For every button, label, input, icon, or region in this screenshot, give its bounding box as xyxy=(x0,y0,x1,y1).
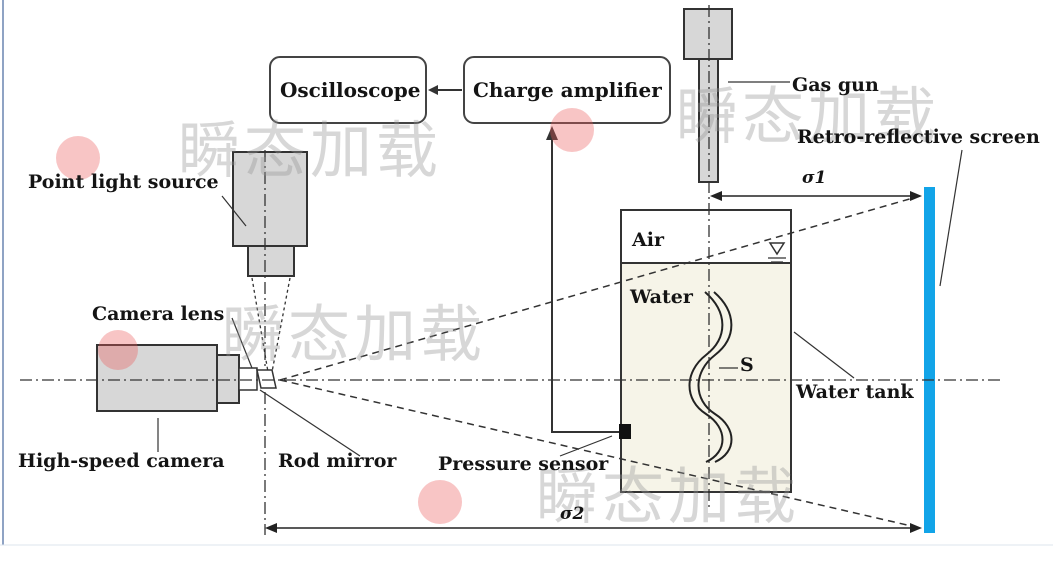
water-fill xyxy=(622,263,790,491)
camera-lens-label: Camera lens xyxy=(92,303,225,325)
leader-retro-screen xyxy=(939,149,963,287)
high-speed-camera-label: High-speed camera xyxy=(18,450,225,472)
d1-arrow-left-icon xyxy=(710,191,722,201)
amp-to-scope-arrow-icon xyxy=(428,85,438,95)
air-label: Air xyxy=(632,229,664,251)
retro-reflective-screen xyxy=(924,187,935,533)
oscilloscope-label: Oscilloscope xyxy=(280,78,421,102)
pressure-sensor-label: Pressure sensor xyxy=(438,453,609,475)
watermark-text: 瞬态加载 xyxy=(178,114,443,187)
watermark-logo-icon xyxy=(418,480,462,524)
charge-amplifier-label: Charge amplifier xyxy=(473,78,662,102)
sensor-wire-arrow-icon xyxy=(546,126,558,140)
light-ray-upper xyxy=(279,195,921,381)
watermark-logo-icon xyxy=(56,136,100,180)
watermark-text: 瞬态加载 xyxy=(536,460,801,533)
d2-arrow-right-icon xyxy=(910,523,922,533)
watermark-logo-icon xyxy=(550,108,594,152)
light-cone-right xyxy=(271,277,291,373)
d1-label: σ1 xyxy=(802,168,827,188)
point-light-source-body xyxy=(232,151,308,247)
point-light-source-label: Point light source xyxy=(28,171,219,193)
sensor-wire xyxy=(551,138,619,433)
charge-amplifier-box xyxy=(463,56,671,124)
d2-arrow-left-icon xyxy=(265,523,277,533)
leader-water-tank xyxy=(793,331,855,379)
lens-front xyxy=(238,367,258,391)
rod-mirror xyxy=(256,369,277,389)
d2-label: σ2 xyxy=(560,504,585,524)
watermark-text: 瞬态加载 xyxy=(222,298,487,371)
gas-gun-body xyxy=(683,8,733,60)
water-label: Water xyxy=(630,286,693,308)
point-light-source-nozzle xyxy=(247,245,295,277)
watermark-logo-icon xyxy=(98,330,138,370)
bubble-contour-left xyxy=(688,291,724,463)
leader-light-source xyxy=(221,195,247,227)
rod-mirror-label: Rod mirror xyxy=(278,450,397,472)
d1-arrow-right-icon xyxy=(910,191,922,201)
leader-rod-mirror xyxy=(259,389,361,457)
retro-reflective-screen-label: Retro-reflective screen xyxy=(797,126,1040,148)
water-level-marker-icon xyxy=(768,242,786,256)
gas-gun-label: Gas gun xyxy=(792,74,879,96)
s-label: S xyxy=(740,354,754,376)
oscilloscope-box xyxy=(269,56,427,124)
leader-pressure-sensor xyxy=(559,435,613,457)
leader-camera-lens xyxy=(231,317,253,369)
water-tank-label: Water tank xyxy=(796,381,914,403)
watermark-text: 瞬态加载 xyxy=(676,80,941,153)
pressure-sensor xyxy=(619,424,631,439)
bubble-contour-right xyxy=(697,291,733,463)
light-ray-lower xyxy=(279,379,921,529)
